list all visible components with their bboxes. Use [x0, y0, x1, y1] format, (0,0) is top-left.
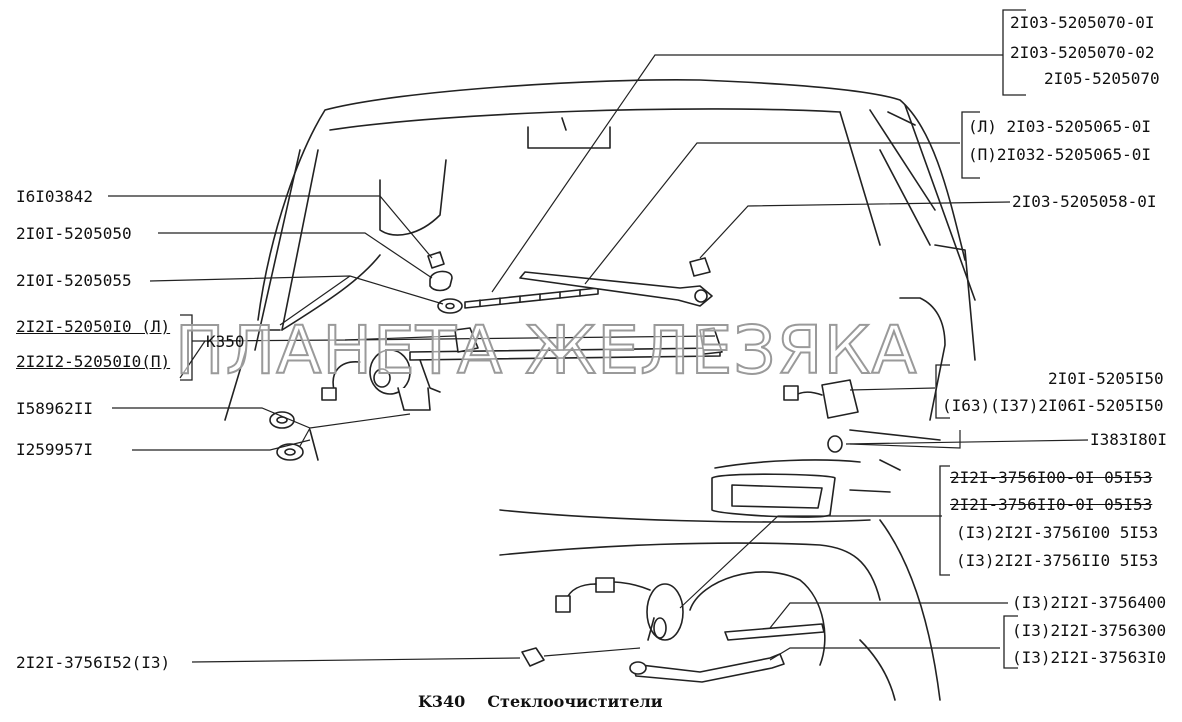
caption-code: K340 — [418, 692, 466, 711]
label-linkage-left: 2I2I-52050I0 (Л) — [16, 317, 171, 336]
label-wiper-arm-left: (Л) 2I03-5205065-0I — [968, 117, 1152, 136]
label-rear-assembly-4: (I3)2I2I-3756II0 5I53 — [956, 551, 1159, 570]
label-k350: K350 — [206, 332, 245, 351]
front-wiper-blade — [464, 287, 599, 309]
front-wiper-arm — [519, 271, 713, 307]
label-washer-left: 2I0I-5205055 — [16, 271, 132, 290]
watermark: ПЛАНЕТА ЖЕЛЕЗЯКА — [174, 311, 918, 390]
label-motor-right-1: 2I0I-5205I50 — [1048, 369, 1164, 388]
label-rear-arm-2: (I3)2I2I-37563I0 — [1012, 648, 1167, 667]
label-rear-assembly-1: 2I2I-3756I00-0I 05I53 — [950, 468, 1153, 487]
label-rear-assembly-3: (I3)2I2I-3756I00 5I53 — [956, 523, 1159, 542]
brackets — [180, 9, 1026, 669]
leader-lines — [108, 54, 1089, 663]
caption-title: Стеклоочистители — [487, 692, 663, 711]
label-wiper-blade-1: 2I03-5205070-0I — [1010, 13, 1155, 32]
label-nut-right: I383I80I — [1090, 430, 1168, 449]
label-wiper-blade-3: 2I05-5205070 — [1044, 69, 1160, 88]
label-bushing-left: 2I0I-5205050 — [16, 224, 132, 243]
label-rear-blade: (I3)2I2I-3756400 — [1012, 593, 1167, 612]
label-arm-cap: 2I03-5205058-0I — [1012, 192, 1157, 211]
label-motor-right-2: (I63)(I37)2I06I-5205I50 — [942, 396, 1164, 415]
car-body-outline — [224, 79, 976, 461]
rear-nut — [521, 647, 545, 667]
wiper-linkage — [409, 327, 723, 393]
label-rear-nut: 2I2I-3756I52(I3) — [16, 653, 171, 672]
label-linkage-right: 2I2I2-52050I0(П) — [16, 352, 171, 371]
wiper-motor-left — [321, 349, 431, 411]
label-lock-washer: I259957I — [16, 440, 94, 459]
label-rear-assembly-2: 2I2I-3756II0-0I 05I53 — [950, 495, 1153, 514]
rear-wiper-motor — [555, 577, 684, 641]
rear-wiper-blade — [724, 623, 825, 641]
label-nut-left: I6I03842 — [16, 187, 94, 206]
label-rear-arm-1: (I3)2I2I-3756300 — [1012, 621, 1167, 640]
rear-wiper-arm — [629, 653, 785, 683]
label-wiper-arm-right: (П)2I032-5205065-0I — [968, 145, 1152, 164]
rear-body-outline — [499, 459, 941, 701]
left-nut-stack — [427, 251, 463, 314]
arm-cap-part — [689, 257, 711, 277]
wiper-motor-right — [783, 379, 859, 453]
label-wiper-blade-2: 2I03-5205070-02 — [1010, 43, 1155, 62]
bolt-washer-left — [269, 411, 304, 461]
label-bolt: I58962II — [16, 399, 94, 418]
diagram-caption: K340 Стеклоочистители — [418, 692, 663, 711]
